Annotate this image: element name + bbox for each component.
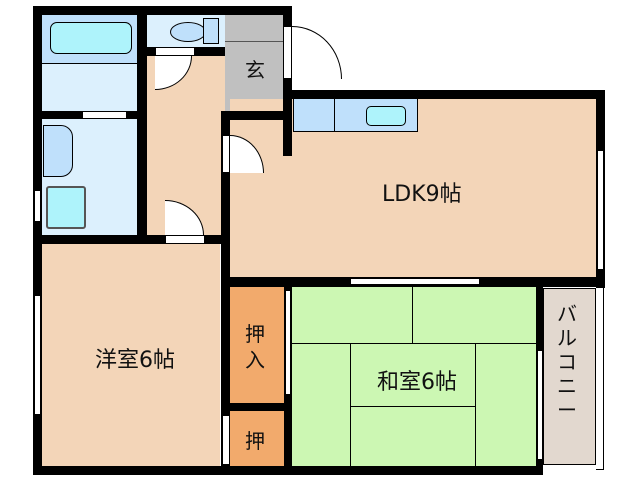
front-door[interactable] xyxy=(283,26,292,79)
closet-2-label: 押 xyxy=(245,429,265,453)
wall xyxy=(283,6,292,156)
entrance-label: 玄 xyxy=(245,58,265,82)
wall xyxy=(221,111,230,475)
closet-2-door[interactable] xyxy=(222,415,230,465)
balcony-label-1: バ xyxy=(557,302,577,326)
ldk-label: LDK9帖 xyxy=(382,182,462,207)
japanese-room-label: 和室6帖 xyxy=(377,370,457,395)
window xyxy=(537,350,543,460)
western-door[interactable] xyxy=(165,235,205,244)
closet-1 xyxy=(230,287,284,403)
wall xyxy=(33,6,42,475)
wall xyxy=(221,111,292,120)
wash-basin xyxy=(43,125,73,177)
western-room-label: 洋室6帖 xyxy=(95,348,175,373)
balcony-label-4: ニ xyxy=(557,374,577,398)
window xyxy=(34,295,41,415)
closet-2 xyxy=(230,411,284,466)
washing-machine xyxy=(46,186,86,229)
balcony-label-2: ル xyxy=(557,326,577,350)
wall xyxy=(33,6,292,15)
window xyxy=(597,150,604,270)
balcony-rail xyxy=(596,288,604,470)
entrance xyxy=(225,15,283,111)
window xyxy=(285,290,291,395)
balcony-label-3: コ xyxy=(557,350,577,374)
toilet-bowl xyxy=(170,22,206,42)
bath-tub xyxy=(50,22,132,54)
kitchen-counter xyxy=(293,99,418,132)
toilet-door[interactable] xyxy=(155,47,195,56)
ldk-door[interactable] xyxy=(222,135,230,173)
window xyxy=(34,190,41,222)
balcony-label-5: ー xyxy=(557,398,577,422)
closet-1-label-2: 入 xyxy=(245,348,265,372)
wall xyxy=(292,90,605,99)
bath-floor xyxy=(42,63,137,111)
closet-1-label-1: 押 xyxy=(245,322,265,346)
bath-door[interactable] xyxy=(82,111,127,119)
japanese-room xyxy=(292,287,536,466)
wall xyxy=(137,15,147,244)
toilet-tank xyxy=(203,18,219,44)
wall xyxy=(230,403,284,411)
window xyxy=(350,278,480,285)
western-room xyxy=(42,244,220,466)
front-door-swing xyxy=(292,26,342,79)
wall xyxy=(42,235,230,244)
balcony xyxy=(543,288,596,465)
